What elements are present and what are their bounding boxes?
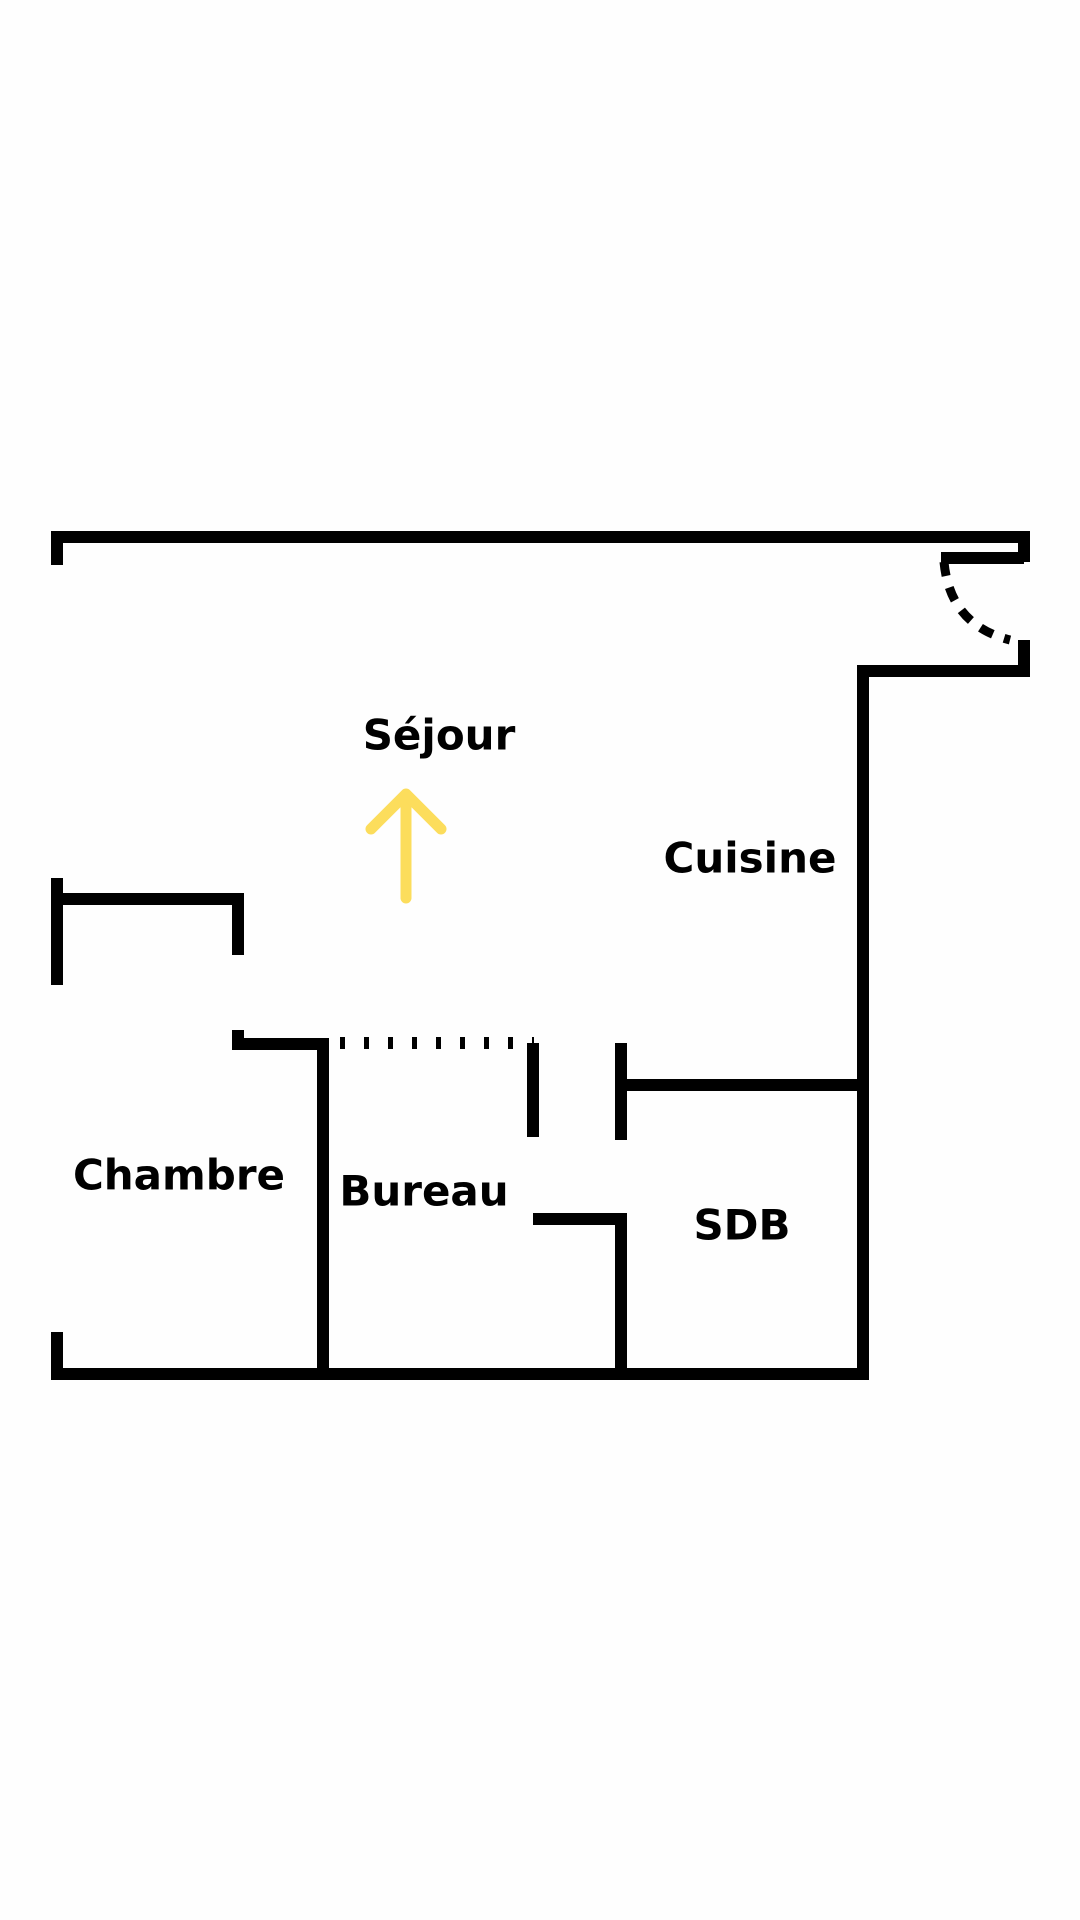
top-wall: [51, 531, 1030, 565]
chambre-lower-wall: [232, 1030, 329, 1374]
bureau-sdb-wall: [533, 1213, 627, 1374]
walls: [51, 531, 1030, 1380]
room-label-sejour: Séjour: [363, 711, 516, 760]
door-swing-arc-icon: [939, 561, 1012, 645]
room-label-cuisine: Cuisine: [664, 834, 837, 883]
room-label-sdb: SDB: [693, 1201, 790, 1250]
chambre-top-wall: [57, 893, 244, 955]
arrow-up-icon: [365, 788, 447, 904]
room-label-bureau: Bureau: [339, 1167, 508, 1216]
bottom-wall: [51, 1332, 869, 1380]
right-upper-wall: [857, 640, 1030, 1374]
room-label-chambre: Chambre: [73, 1151, 285, 1200]
